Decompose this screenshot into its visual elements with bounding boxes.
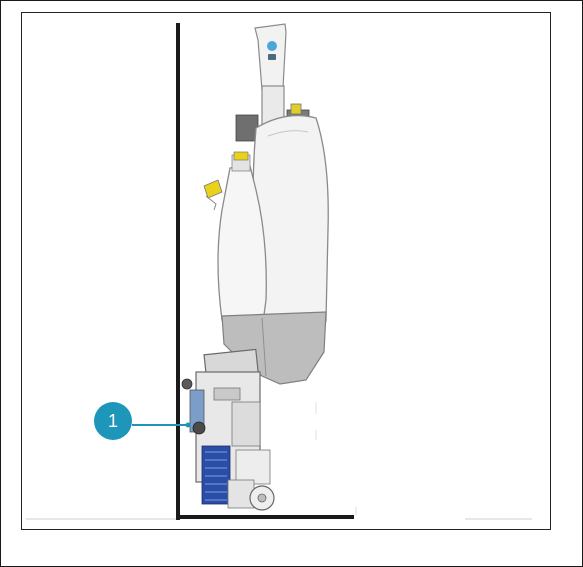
yellow-cap-front: [233, 151, 249, 161]
floor-line: [176, 515, 354, 519]
base-band: [221, 311, 327, 385]
callout-number: 1: [108, 411, 118, 431]
cleaning-head: [181, 348, 275, 511]
power-button-icon: [267, 41, 277, 51]
upper-handle: [254, 23, 287, 125]
top-knob: [181, 378, 193, 390]
callout-badge: [94, 402, 132, 440]
callout-anchor-dot: [185, 422, 191, 428]
yellow-cap-top: [290, 103, 302, 115]
callout-1: 1: [94, 402, 191, 440]
brush-roll: [201, 445, 231, 505]
yellow-clip: [203, 179, 223, 199]
wall-line: [176, 23, 180, 520]
figure-frame: [21, 12, 551, 530]
side-knob: [192, 421, 206, 435]
